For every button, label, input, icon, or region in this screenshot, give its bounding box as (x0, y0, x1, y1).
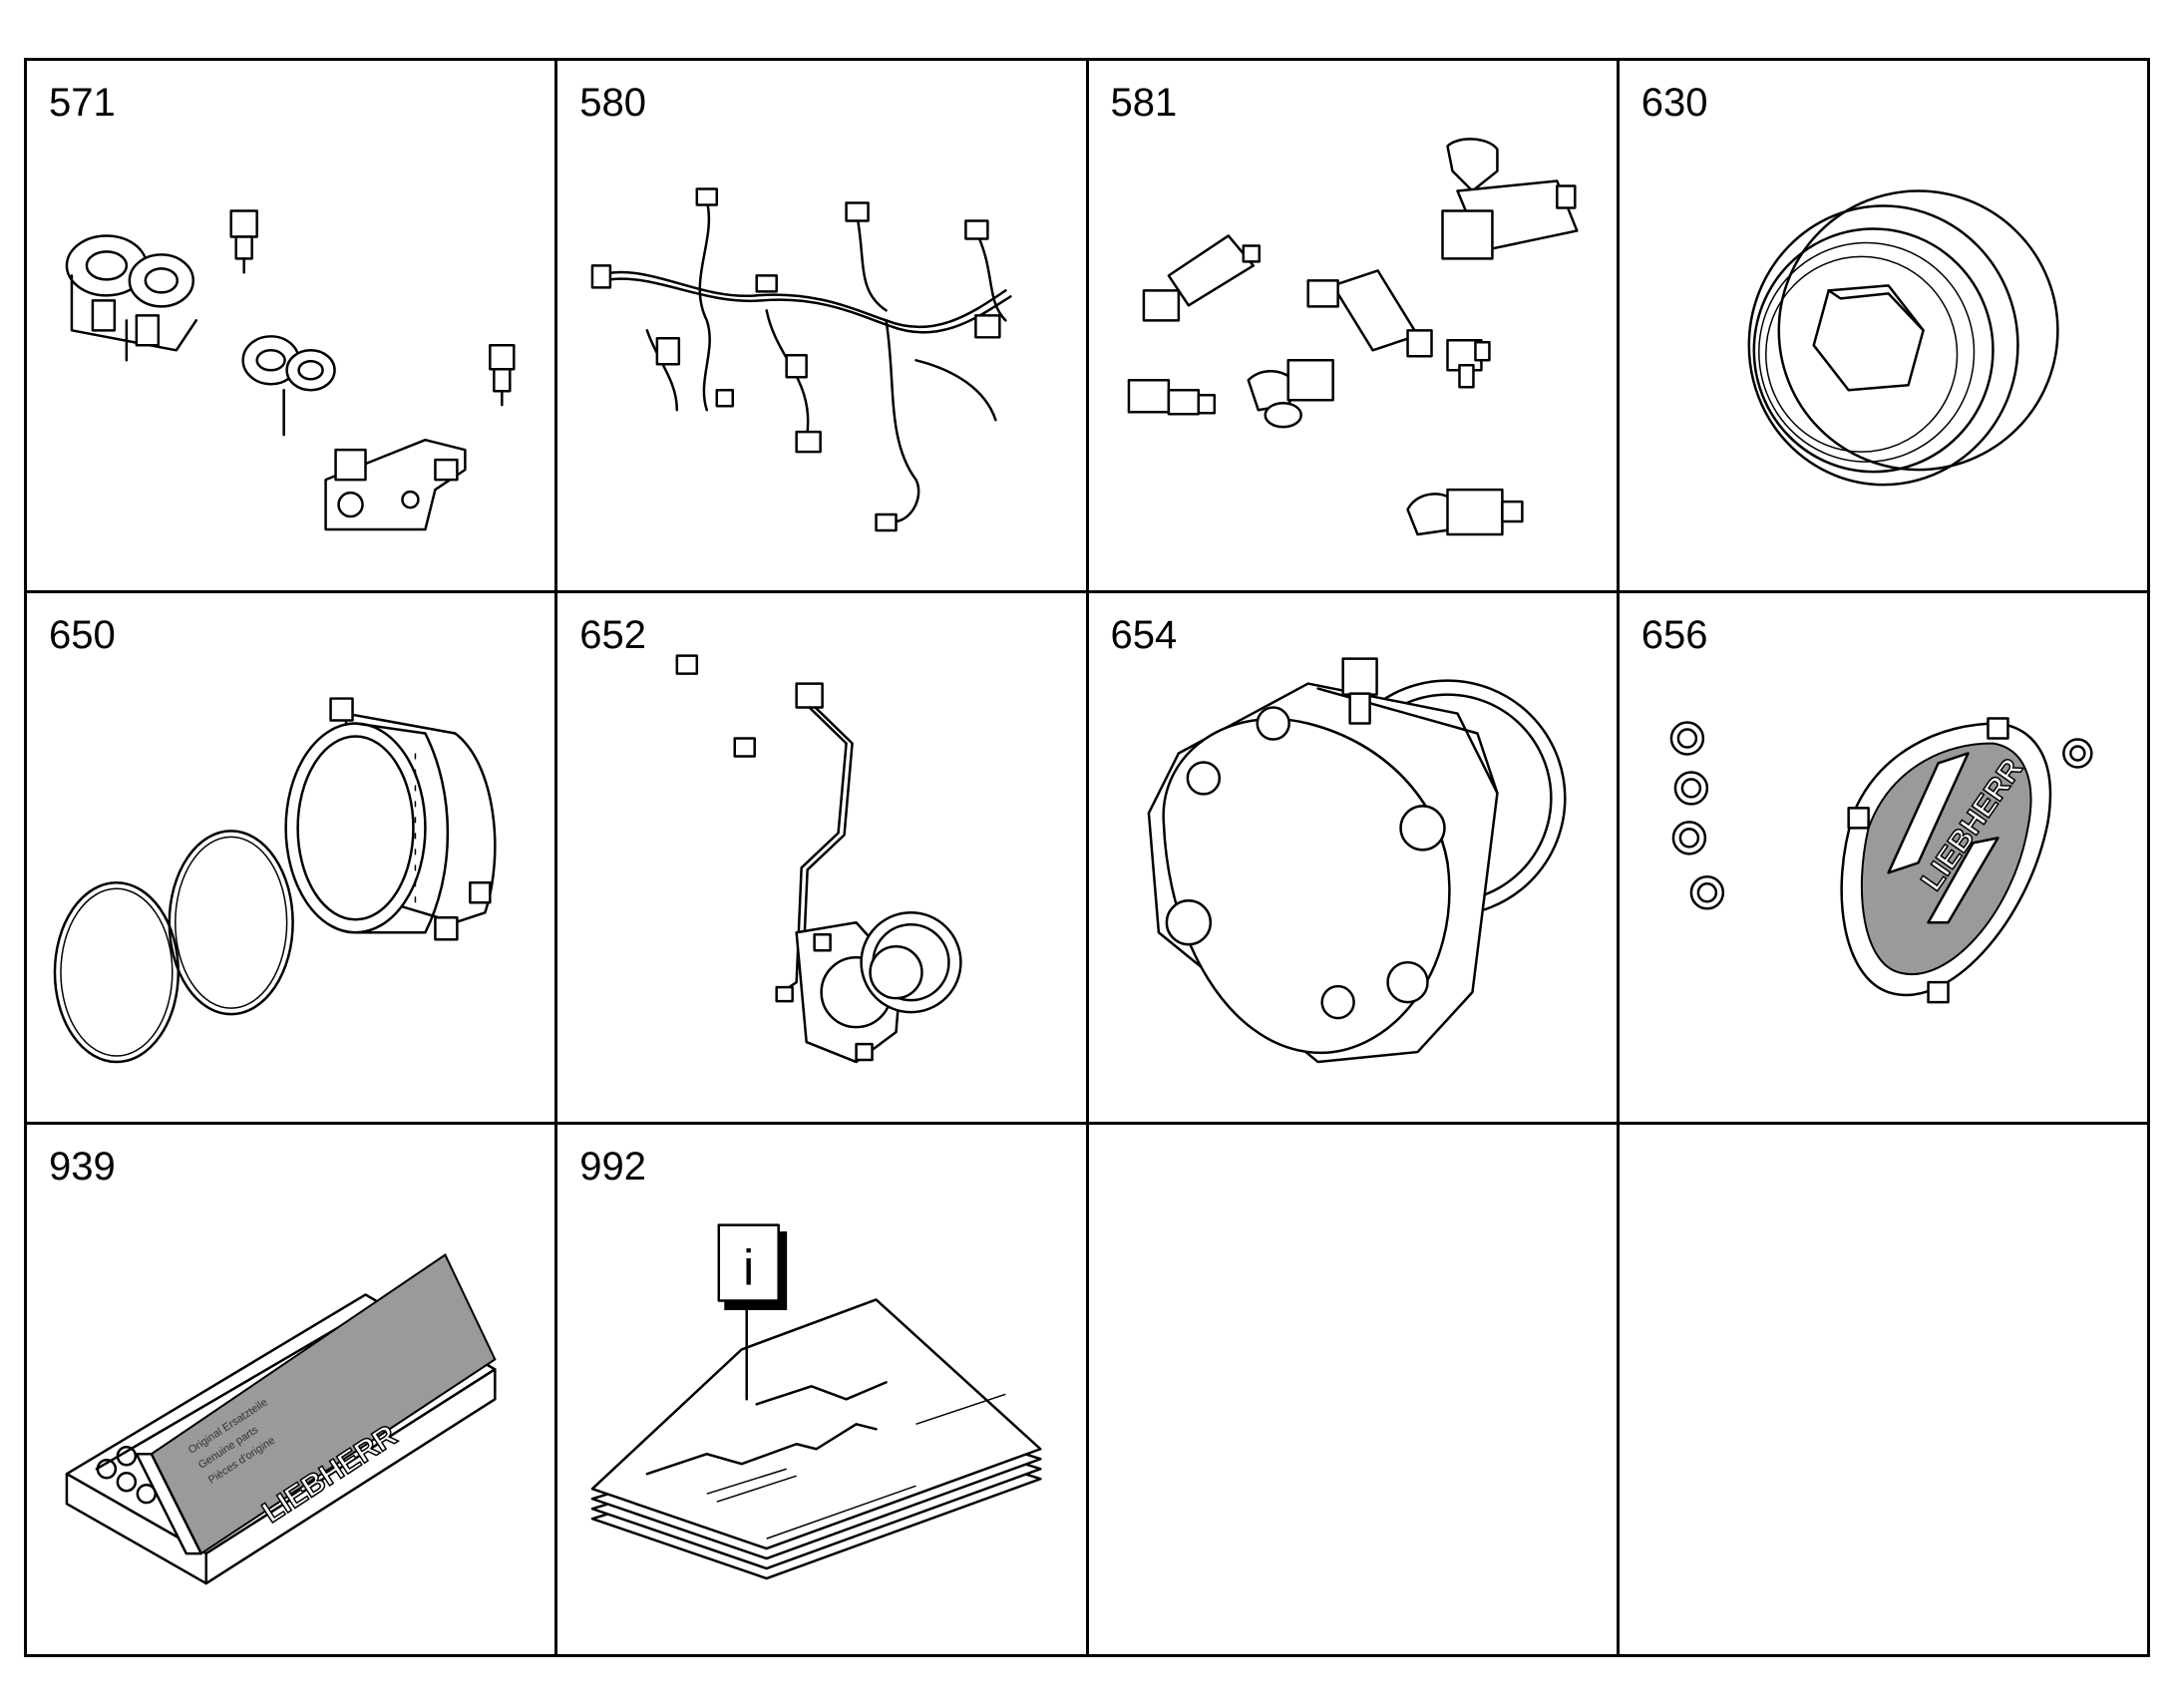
group-number: 992 (579, 1145, 646, 1190)
group-number: 571 (49, 81, 116, 125)
catalog-cell-580[interactable]: 580 (557, 61, 1089, 593)
catalog-cell-empty (1619, 1125, 2150, 1657)
catalog-cell-581[interactable]: 581 (1088, 61, 1620, 593)
bracket-bolts-icon (27, 61, 554, 590)
group-number: 580 (579, 81, 646, 125)
group-number: 581 (1110, 81, 1178, 125)
catalog-cell-650[interactable]: 650 (27, 592, 558, 1126)
catalog-cell-992[interactable]: 992 i (557, 1125, 1089, 1657)
catalog-cell-571[interactable]: 571 (27, 61, 558, 593)
plug-screw-icon (1620, 61, 2147, 590)
group-number: 630 (1640, 81, 1708, 125)
catalog-cell-630[interactable]: 630 (1619, 61, 2150, 593)
catalog-cell-656[interactable]: 656 LIEBHERR (1619, 592, 2150, 1126)
catalog-cell-652[interactable]: 652 (557, 592, 1089, 1126)
catalog-cell-939[interactable]: 939 Original Ersatzteile Genuine parts P… (27, 1125, 558, 1657)
cover-plate-icon: LIEBHERR (1620, 593, 2147, 1123)
spare-parts-kit-icon: Original Ersatzteile Genuine parts Pièce… (27, 1125, 554, 1654)
pump-pipe-icon (557, 593, 1085, 1123)
parts-catalog-grid: 571 (24, 58, 2150, 1657)
group-number: 939 (49, 1145, 116, 1190)
sensors-icon (1089, 61, 1617, 590)
info-symbol: i (743, 1240, 754, 1296)
wiring-harness-icon (557, 61, 1085, 590)
gear-pump-icon (1089, 593, 1617, 1123)
flange-o-rings-icon (27, 593, 554, 1123)
documentation-icon: i (557, 1125, 1085, 1654)
group-number: 654 (1110, 612, 1178, 657)
group-number: 656 (1640, 612, 1708, 657)
catalog-cell-654[interactable]: 654 (1088, 592, 1620, 1126)
catalog-cell-empty (1088, 1125, 1620, 1657)
group-number: 652 (579, 612, 646, 657)
group-number: 650 (49, 612, 116, 657)
